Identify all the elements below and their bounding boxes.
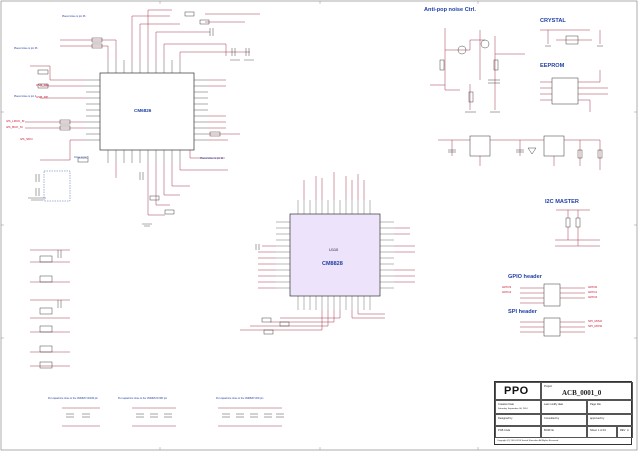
sheet-value: 1 of 10: [598, 429, 606, 432]
approved-label: approved by: [590, 417, 605, 420]
antipop-heading: Anti-pop noise Ctrl.: [424, 7, 476, 13]
cm8828-chip: [289, 213, 381, 297]
cm6826-grounds: [28, 59, 254, 227]
sheet-label: Sheet: [590, 429, 597, 432]
pin-note: Close to pin 5: [74, 156, 89, 159]
logo-cell: PPO: [495, 382, 541, 400]
copyright-text: Copyright (C) 2010-2014 Seeed Shenzhen A…: [497, 440, 559, 442]
crystal-wires: [540, 29, 601, 44]
gpio-heading: GPIO header: [508, 274, 542, 280]
cap-note-1: Put capacitors close to the CM6826 VDD33…: [48, 397, 98, 400]
project-label: Project: [544, 385, 553, 388]
cm8828-label: CM8828: [322, 261, 343, 267]
i2c-wires: [555, 209, 600, 247]
cm6826-passives: [35, 11, 250, 215]
net-label-right: GPIO4: [502, 290, 512, 294]
net-label-left: USB_DP: [36, 95, 49, 99]
placement-note-top: Placed close to pin 36: [62, 15, 86, 18]
consulted-cell: Consulted by: [541, 414, 587, 426]
placement-note-left: Placed close to pin 36: [14, 47, 38, 50]
cap-bank-wires: [62, 407, 282, 427]
spi-header: [543, 317, 561, 337]
pcb-label: PCB Code: [498, 429, 511, 432]
modify-label: Last modify date: [544, 403, 564, 406]
cm6826-label: CM6826: [134, 108, 152, 113]
project-value: ACB_0001_0: [562, 389, 602, 397]
regulator-passives: [448, 147, 603, 159]
creation-value: Saturday, September 06, 2014: [498, 408, 528, 410]
cap-note-2: Put capacitors close to the CM6826 DVDD …: [118, 397, 168, 400]
cm6826-chip: [99, 72, 195, 151]
net-label-right: GPIO2: [588, 295, 598, 299]
net-label-left: I2S_BCK_M: [6, 125, 23, 129]
cap-bank-parts: [66, 413, 284, 418]
cm8828-pins: [276, 200, 394, 310]
project-cell: Project ACB_0001_0: [541, 382, 633, 400]
spi-wires: [520, 321, 585, 333]
page-title-cell: Page title: [587, 400, 633, 414]
crystal-heading: CRYSTAL: [540, 18, 566, 24]
net-label-right: GPIO0: [588, 285, 598, 289]
i2c-heading: I2C MASTER: [545, 199, 579, 205]
cm6826-wires: [25, 9, 260, 216]
title-block: PPO Project ACB_0001_0 Creation Date Sat…: [494, 381, 633, 445]
net-label-right: GPIO3: [502, 285, 512, 289]
i2c-parts: [565, 217, 581, 228]
designed-cell: Designed by: [495, 414, 541, 426]
regulator-blocks: [469, 135, 565, 157]
creation-cell: Creation Date Saturday, September 06, 20…: [495, 400, 541, 414]
net-label-left: I2S_SDO: [20, 137, 33, 141]
net-label-left: I2S_LRCK_M: [6, 119, 25, 123]
bom-cell: BOM No: [541, 426, 587, 438]
net-label-right: SPI_MOSI: [588, 324, 603, 328]
page-title-label: Page title: [590, 403, 601, 406]
crystal-parts: [545, 35, 603, 47]
sheet-cell: Sheet 1 of 10: [587, 426, 617, 438]
cm6826-pins: [86, 60, 208, 163]
rev-cell: REV A: [617, 426, 633, 438]
net-label-left: USB_DM: [36, 83, 49, 87]
pcb-cell: PCB Code: [495, 426, 541, 438]
regulator-wires: [438, 139, 601, 170]
placement-note-mid: Placed close to pin 4: [14, 95, 37, 98]
cap-note-3: Put capacitors close to the CM8828 VDD p…: [216, 397, 264, 400]
placement-note-bottom: Placed close to pin 11: [200, 157, 224, 160]
company-logo: PPO: [504, 385, 529, 397]
antipop-parts: [439, 39, 500, 113]
decoupling-parts-left: [39, 250, 62, 369]
cm8828-wires: [240, 172, 415, 331]
eeprom-chip: [551, 77, 579, 105]
gpio-header: [543, 283, 561, 307]
net-label-right: GPIO1: [588, 290, 598, 294]
cm6826-note-box: [43, 170, 71, 202]
bom-label: BOM No: [544, 429, 554, 432]
net-label-right: SPI_MISO: [588, 319, 603, 323]
consulted-label: Consulted by: [544, 417, 560, 420]
u110-refdes: U110: [329, 247, 339, 252]
eeprom-heading: EEPROM: [540, 63, 565, 69]
rev-label: REV: [620, 429, 626, 432]
approved-cell: approved by: [587, 414, 633, 426]
creation-label: Creation Date: [498, 403, 515, 406]
antipop-wires: [430, 28, 525, 110]
cm8828-passives: [255, 244, 290, 335]
modify-cell: Last modify date: [541, 400, 587, 414]
gpio-wires: [520, 287, 585, 304]
eeprom-wires: [540, 70, 608, 112]
designed-label: Designed by: [498, 417, 513, 420]
spi-heading: SPI header: [508, 309, 537, 315]
rev-value: A: [627, 429, 629, 432]
